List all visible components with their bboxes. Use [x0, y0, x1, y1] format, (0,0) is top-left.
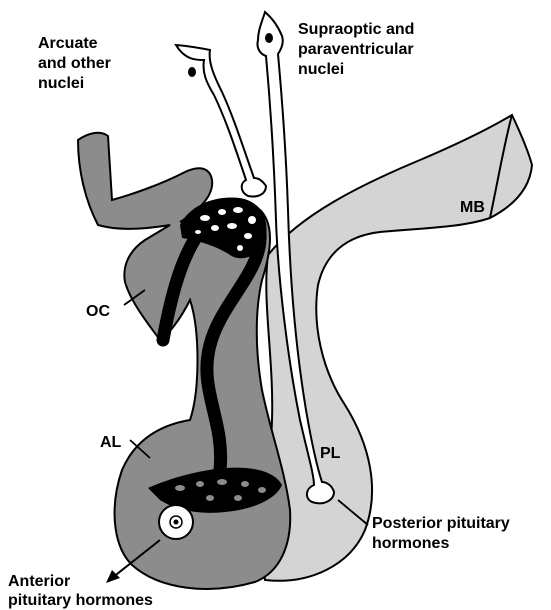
supraoptic-line-2: paraventricular	[298, 41, 414, 58]
supraoptic-line-1: Supraoptic and	[298, 21, 414, 38]
label-al: AL	[100, 434, 122, 451]
label-arcuate: Arcuate and other nuclei	[38, 35, 111, 92]
arcuate-line-3: nuclei	[38, 75, 84, 92]
label-anterior: Anterior pituitary hormones	[8, 573, 153, 609]
anterior-arrowhead	[106, 570, 120, 583]
posterior-line-1: Posterior pituitary	[372, 515, 510, 532]
anterior-cell-dot	[174, 520, 179, 525]
label-posterior: Posterior pituitary hormones	[372, 515, 510, 552]
arcuate-line-1: Arcuate	[38, 35, 98, 52]
mammillary-body-posterior-lobe	[264, 115, 532, 581]
supraoptic-line-3: nuclei	[298, 61, 344, 78]
label-oc: OC	[86, 303, 110, 320]
posterior-line-2: hormones	[372, 535, 449, 552]
label-pl: PL	[320, 445, 341, 462]
arcuate-line-2: and other	[38, 55, 111, 72]
label-mb: MB	[460, 199, 485, 216]
anterior-line-1: Anterior	[8, 573, 70, 590]
supraoptic-neuron-nucleus	[265, 33, 273, 43]
label-supraoptic: Supraoptic and paraventricular nuclei	[298, 21, 414, 78]
anterior-line-2: pituitary hormones	[8, 592, 153, 609]
arcuate-neuron-nucleus	[188, 67, 196, 77]
